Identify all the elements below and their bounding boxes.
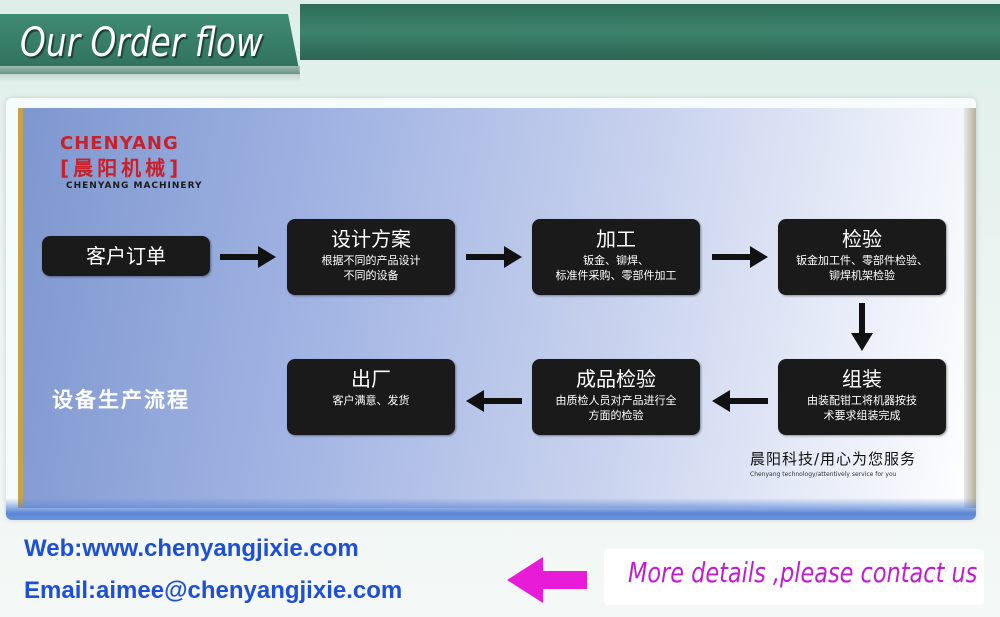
step-design: 设计方案 根据不同的产品设计 不同的设备 bbox=[287, 219, 455, 295]
logo-subtitle: CHENYANG MACHINERY bbox=[66, 181, 203, 191]
pink-arrow-icon bbox=[507, 557, 587, 603]
step-assembly: 组装 由装配钳工将机器按技 术要求组装完成 bbox=[778, 359, 946, 435]
step-final-inspection: 成品检验 由质检人员对产品进行全 方面的检验 bbox=[532, 359, 700, 435]
email-link[interactable]: Email:aimee@chenyangjixie.com bbox=[24, 577, 403, 604]
contact-banner[interactable] bbox=[604, 549, 984, 605]
step-desc: 由装配钳工将机器按技 术要求组装完成 bbox=[807, 394, 917, 422]
banner-tab bbox=[0, 14, 300, 74]
flow-panel bbox=[18, 108, 973, 508]
company-logo: CHENYANG [晨阳机械] CHENYANG MACHINERY bbox=[60, 134, 220, 192]
step-title: 成品检验 bbox=[576, 367, 656, 391]
banner-strip bbox=[300, 4, 1000, 60]
step-desc: 由质检人员对产品进行全 方面的检验 bbox=[555, 394, 677, 422]
panel-bottom-edge bbox=[6, 498, 976, 520]
header-banner: Our Order flow bbox=[0, 0, 1000, 88]
logo-english: CHENYANG bbox=[60, 133, 179, 154]
step-title: 出厂 bbox=[351, 367, 391, 391]
arrow-left-icon bbox=[466, 390, 522, 412]
contact-text[interactable]: More details ,please contact us bbox=[628, 556, 978, 589]
arrow-right-icon bbox=[466, 246, 522, 268]
logo-chinese: [晨阳机械] bbox=[60, 156, 183, 180]
step-desc: 客户满意、发货 bbox=[332, 394, 410, 407]
step-title: 组装 bbox=[842, 367, 882, 391]
process-label: 设备生产流程 bbox=[52, 388, 190, 412]
arrow-right-icon bbox=[712, 246, 768, 268]
page-title: Our Order flow bbox=[20, 20, 263, 66]
slogan-english: Chenyang technology/attentively service … bbox=[750, 471, 897, 478]
slogan-chinese: 晨阳科技/用心为您服务 bbox=[750, 450, 917, 468]
step-customer-order: 客户订单 bbox=[42, 236, 210, 276]
step-ship: 出厂 客户满意、发货 bbox=[287, 359, 455, 435]
step-title: 设计方案 bbox=[331, 227, 411, 251]
arrow-down-icon bbox=[851, 303, 873, 351]
website-link[interactable]: Web:www.chenyangjixie.com bbox=[24, 535, 359, 562]
step-title: 加工 bbox=[596, 227, 636, 251]
panel-edge bbox=[964, 108, 976, 508]
step-inspection: 检验 钣金加工件、零部件检验、 铆焊机架检验 bbox=[778, 219, 946, 295]
step-desc: 根据不同的产品设计 不同的设备 bbox=[321, 254, 421, 282]
arrow-right-icon bbox=[220, 246, 276, 268]
step-desc: 钣金加工件、零部件检验、 铆焊机架检验 bbox=[796, 254, 928, 282]
step-title: 检验 bbox=[842, 227, 882, 251]
step-desc: 钣金、铆焊、 标准件采购、零部件加工 bbox=[555, 254, 677, 282]
step-title: 客户订单 bbox=[86, 244, 166, 268]
arrow-left-icon bbox=[712, 390, 768, 412]
slogan: 晨阳科技/用心为您服务 Chenyang technology/attentiv… bbox=[750, 448, 916, 478]
step-processing: 加工 钣金、铆焊、 标准件采购、零部件加工 bbox=[532, 219, 700, 295]
banner-shadow bbox=[0, 66, 300, 82]
